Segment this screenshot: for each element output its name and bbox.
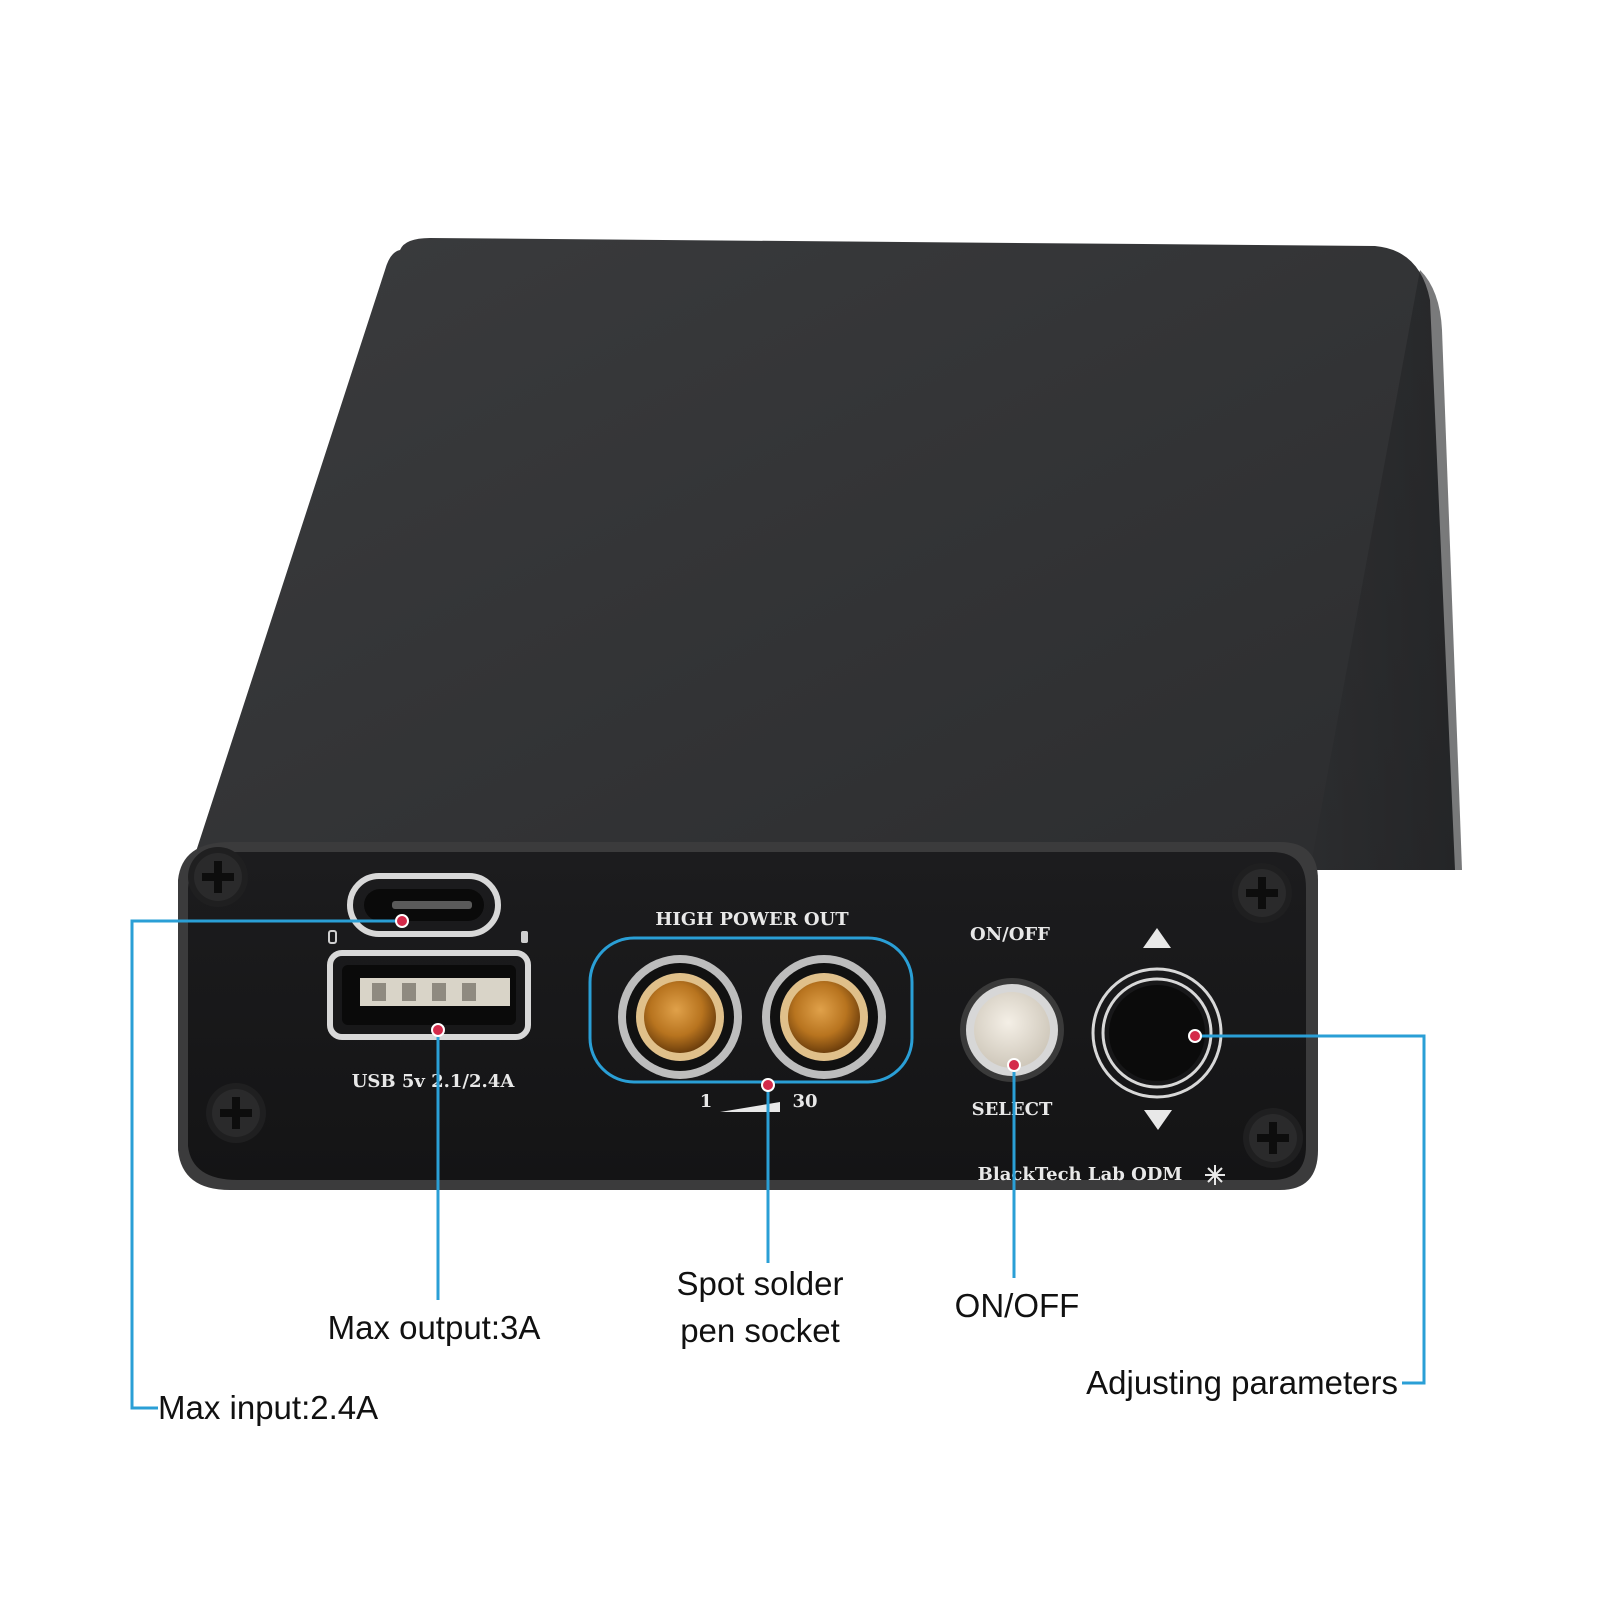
usb-c-port[interactable] bbox=[347, 873, 501, 937]
callout-dot bbox=[1188, 1029, 1202, 1043]
brand-label: BlackTech Lab ODM bbox=[978, 1164, 1183, 1185]
usb-rating-label: USB 5v 2.1/2.4A bbox=[352, 1071, 516, 1092]
callout-lines bbox=[130, 919, 1426, 1410]
solder-pen-socket[interactable] bbox=[762, 955, 886, 1079]
on-off-panel-label: ON/OFF bbox=[970, 924, 1050, 945]
callout-dot bbox=[431, 1023, 445, 1037]
arrow-down-icon bbox=[1144, 1110, 1172, 1130]
screw-icon bbox=[1232, 863, 1292, 923]
callout-spot-solder-line1: Spot solder bbox=[677, 1265, 844, 1302]
enclosure-top bbox=[190, 238, 1455, 870]
arrow-up-icon bbox=[1143, 928, 1171, 948]
socket-highlight-frame bbox=[588, 936, 914, 1084]
callout-adjusting: Adjusting parameters bbox=[1086, 1364, 1398, 1401]
callout-max-input: Max input:2.4A bbox=[158, 1389, 378, 1426]
callout-dot bbox=[395, 914, 409, 928]
callout-dot bbox=[1007, 1058, 1021, 1072]
on-off-button[interactable] bbox=[960, 978, 1064, 1082]
sparkle-icon bbox=[1205, 1165, 1225, 1185]
select-panel-label: SELECT bbox=[972, 1099, 1053, 1120]
callout-on-off: ON/OFF bbox=[955, 1287, 1080, 1324]
usb-a-port[interactable] bbox=[327, 950, 531, 1040]
callout-max-output: Max output:3A bbox=[328, 1309, 541, 1346]
screw-icon bbox=[188, 847, 248, 907]
battery-icon bbox=[521, 931, 528, 943]
callout-dots bbox=[395, 914, 1202, 1092]
callout-line-max-input bbox=[130, 919, 402, 1410]
callout-dot bbox=[761, 1078, 775, 1092]
enclosure-side bbox=[1310, 270, 1462, 870]
scale-max-label: 30 bbox=[792, 1091, 817, 1112]
adjust-knob[interactable] bbox=[1091, 967, 1223, 1099]
scale-min-label: 1 bbox=[700, 1091, 713, 1112]
callout-line-adjusting bbox=[1195, 1034, 1426, 1385]
scale-wedge-icon bbox=[720, 1102, 780, 1112]
callout-spot-solder-line2: pen socket bbox=[680, 1312, 840, 1349]
solder-pen-socket[interactable] bbox=[618, 955, 742, 1079]
high-power-out-label: HIGH POWER OUT bbox=[655, 909, 849, 930]
battery-icon bbox=[328, 930, 337, 944]
screw-icon bbox=[206, 1083, 266, 1143]
screw-icon bbox=[1243, 1108, 1303, 1168]
